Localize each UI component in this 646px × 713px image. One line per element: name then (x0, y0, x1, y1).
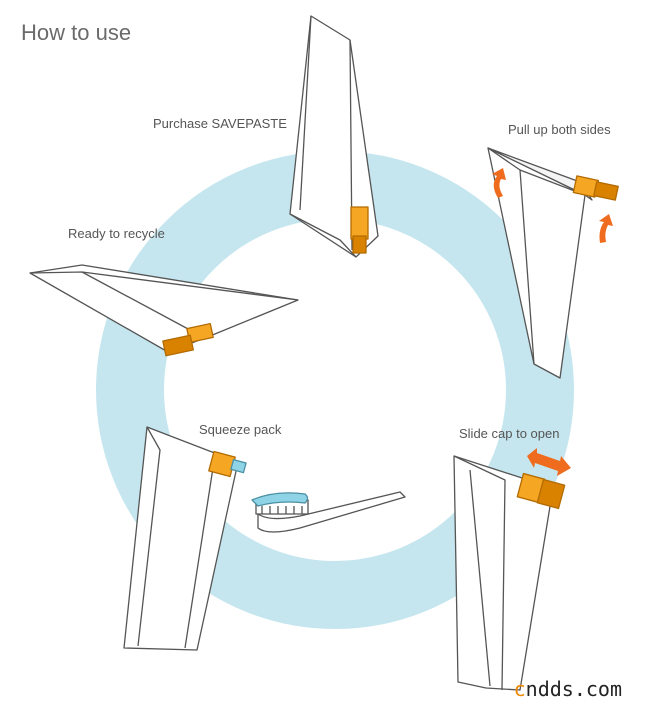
toothpaste-icon (251, 492, 309, 507)
pack-purchase-illustration (289, 15, 379, 258)
pack-recycle-illustration (29, 264, 299, 357)
cap-icon (350, 206, 369, 240)
pack-slide-illustration (453, 448, 571, 691)
toothbrush-illustration (251, 491, 406, 533)
pack-pull-illustration (487, 147, 619, 379)
step-label-slide: Slide cap to open (459, 426, 560, 441)
page-title: How to use (21, 20, 132, 45)
arrow-up-icon (599, 214, 613, 243)
arrow-up-icon (492, 168, 506, 198)
double-arrow-icon (527, 448, 571, 476)
watermark-mark: c (513, 677, 526, 701)
step-label-recycle: Ready to recycle (68, 226, 165, 241)
pack-squeeze-illustration (123, 426, 247, 651)
step-label-pull: Pull up both sides (508, 122, 611, 137)
step-label-purchase: Purchase SAVEPASTE (153, 116, 287, 131)
step-label-squeeze: Squeeze pack (199, 422, 282, 437)
watermark: cndds.com (514, 677, 622, 701)
watermark-text: ndds.com (525, 677, 622, 701)
